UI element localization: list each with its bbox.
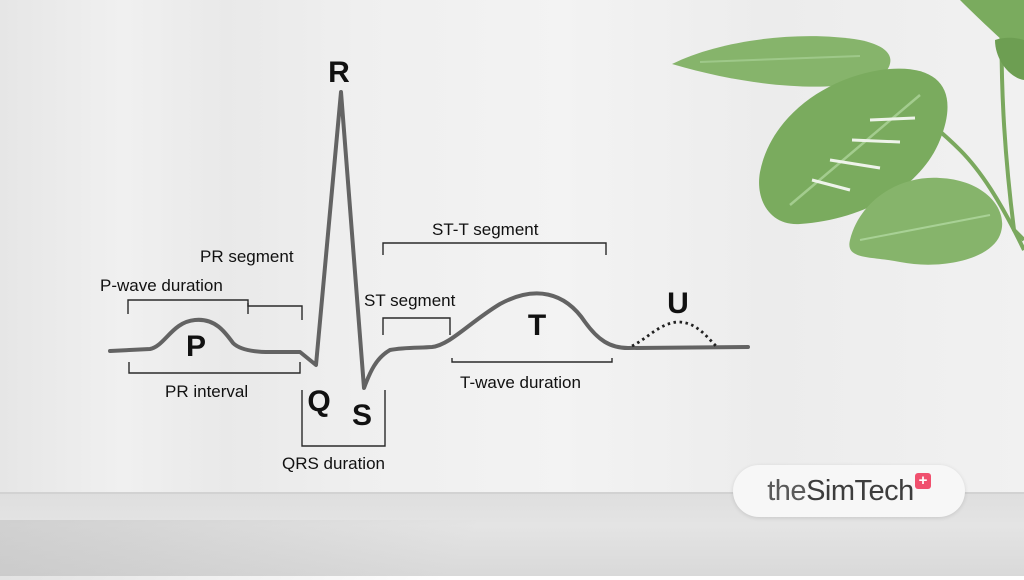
t-wave-duration-label: T-wave duration xyxy=(460,373,581,392)
p-wave-duration-label: P-wave duration xyxy=(100,276,223,295)
u-wave-label: U xyxy=(667,287,689,320)
plus-icon: + xyxy=(914,473,931,489)
r-wave-label: R xyxy=(328,56,350,89)
st-t-segment-label: ST-T segment xyxy=(432,220,539,239)
u-wave-trace xyxy=(631,320,717,348)
p-wave-duration-bracket xyxy=(127,299,249,314)
qrs-duration-label: QRS duration xyxy=(282,454,385,473)
t-wave-duration-bracket xyxy=(451,358,613,363)
st-segment-label: ST segment xyxy=(364,291,456,310)
pr-segment-bracket xyxy=(247,303,303,320)
brand-logo: the SimTech + xyxy=(733,465,965,517)
pr-interval-label: PR interval xyxy=(165,382,248,401)
ecg-trace xyxy=(108,90,750,390)
st-segment-bracket xyxy=(382,317,451,335)
t-wave-label: T xyxy=(528,309,546,342)
pr-segment-label: PR segment xyxy=(200,247,294,266)
brand-prefix: the xyxy=(767,474,807,507)
monstera-plant-decoration xyxy=(672,0,1024,265)
s-wave-label: S xyxy=(352,399,372,432)
brand-name: SimTech xyxy=(806,474,914,507)
pr-interval-bracket xyxy=(128,362,301,374)
st-t-segment-bracket xyxy=(382,242,607,255)
q-wave-label: Q xyxy=(307,385,330,418)
p-wave-label: P xyxy=(186,330,206,363)
qrs-duration-bracket xyxy=(301,390,386,447)
